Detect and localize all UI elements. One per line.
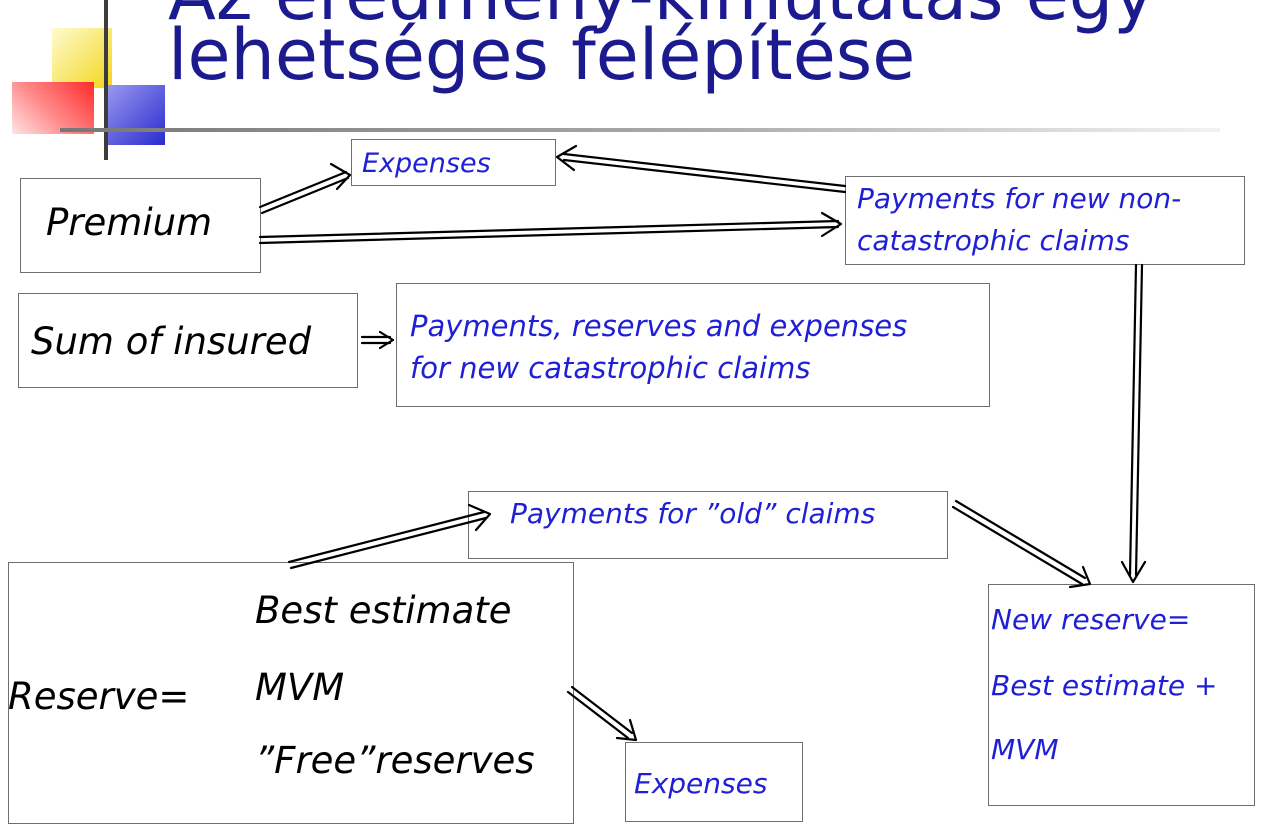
arrow-old-to-new-reserve xyxy=(951,499,1092,589)
new-reserve-line1: New reserve= xyxy=(991,603,1191,636)
decor-blue-square xyxy=(105,85,165,145)
arrow-noncat-to-new-reserve xyxy=(1120,263,1147,584)
expenses-top-box xyxy=(351,139,556,186)
arrow-reserve-to-old xyxy=(287,503,492,570)
decor-red-square xyxy=(12,82,94,134)
expenses-bottom-box xyxy=(625,742,803,822)
premium-box xyxy=(20,178,261,273)
new-reserve-box xyxy=(988,584,1255,806)
decor-vertical-line xyxy=(104,0,108,160)
payments-cat-line2: for new catastrophic claims xyxy=(410,351,811,385)
title-underline xyxy=(60,128,1220,132)
payments-old-box xyxy=(468,491,948,559)
arrow-premium-to-expenses xyxy=(258,162,352,215)
expenses-bottom-label: Expenses xyxy=(634,767,768,800)
sum-insured-label: Sum of insured xyxy=(31,320,312,363)
new-reserve-line2: Best estimate + xyxy=(991,669,1218,702)
premium-label: Premium xyxy=(46,201,213,244)
payments-noncat-box xyxy=(845,176,1245,265)
payments-noncat-line2: catastrophic claims xyxy=(857,224,1130,257)
reserve-label: Reserve= xyxy=(8,675,190,718)
new-reserve-line3: MVM xyxy=(991,733,1059,766)
arrow-noncat-to-expenses xyxy=(555,144,847,194)
payments-cat-line1: Payments, reserves and expenses xyxy=(410,309,908,343)
reserve-item-best-estimate: Best estimate xyxy=(255,589,512,632)
arrow-reserve-to-expenses xyxy=(566,685,638,742)
expenses-top-label: Expenses xyxy=(362,148,491,179)
payments-old-label: Payments for ”old” claims xyxy=(510,497,876,530)
slide-title-line-2: lehetséges felépítése xyxy=(168,14,916,96)
reserve-item-mvm: MVM xyxy=(255,666,345,709)
decor-yellow-square xyxy=(52,28,112,88)
payments-cat-box xyxy=(396,283,990,407)
slide-title-line-1: Az eredmény-kimutatás egy xyxy=(168,0,1155,30)
arrow-sum-insured-to-cat xyxy=(360,330,395,350)
sum-insured-box xyxy=(18,293,358,388)
reserve-item-free-reserves: ”Free”reserves xyxy=(255,739,535,782)
arrow-premium-to-noncat xyxy=(258,211,843,245)
payments-noncat-line1: Payments for new non- xyxy=(857,182,1182,215)
reserve-box xyxy=(8,562,574,824)
